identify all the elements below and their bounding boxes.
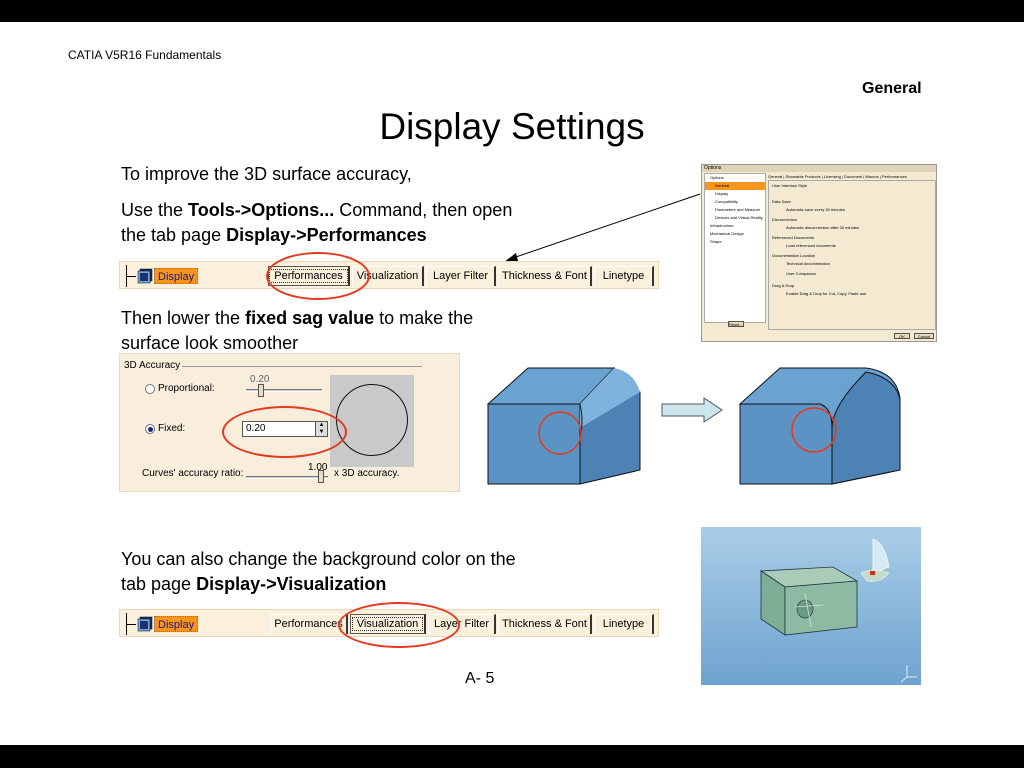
fixed-label: Fixed: xyxy=(158,423,186,434)
viewport-background-image xyxy=(701,527,921,685)
tab-layer-filter[interactable]: Layer Filter xyxy=(426,266,496,286)
slide: CATIA V5R16 Fundamentals General Display… xyxy=(0,22,1024,745)
curves-ratio-slider-thumb[interactable] xyxy=(318,470,324,483)
preview-circle xyxy=(336,384,408,456)
options-tree: Options General Display Compatibility Pa… xyxy=(704,173,766,323)
tab-linetype[interactable]: Linetype xyxy=(594,266,654,286)
proportional-radio[interactable] xyxy=(145,384,155,394)
tab-thickness-font[interactable]: Thickness & Font xyxy=(498,266,592,286)
course-name: CATIA V5R16 Fundamentals xyxy=(68,48,222,62)
highlight-fixed-ellipse xyxy=(222,406,347,458)
highlight-performances-ellipse xyxy=(266,252,370,300)
tab-visualization[interactable]: Visualization xyxy=(352,266,424,286)
sag-value-text: Then lower the fixed sag value to make t… xyxy=(121,308,474,353)
reset-button[interactable]: Reset... xyxy=(728,321,744,327)
display-node-label: Display xyxy=(154,268,199,284)
accuracy-group-label: 3D Accuracy xyxy=(124,360,181,371)
block-before-image xyxy=(486,367,641,485)
section-label: General xyxy=(862,80,922,97)
options-dialog-title: Options xyxy=(702,165,936,172)
right-arrow xyxy=(661,397,723,423)
display-tabstrip-performances: Display Performances Visualization Layer… xyxy=(119,261,659,289)
cancel-button[interactable]: Cancel xyxy=(914,333,934,339)
background-color-text: You can also change the background color… xyxy=(121,549,516,594)
display-icon xyxy=(137,616,153,632)
sag-preview xyxy=(330,375,414,467)
display-node[interactable]: Display xyxy=(124,265,202,287)
display-node-label: Display xyxy=(154,616,199,632)
fixed-radio[interactable] xyxy=(145,424,155,434)
curves-ratio-label: Curves' accuracy ratio: xyxy=(142,468,244,479)
curves-ratio-suffix: x 3D accuracy. xyxy=(334,468,400,479)
curves-ratio-slider[interactable] xyxy=(246,476,328,479)
slide-title: Display Settings xyxy=(379,106,645,147)
tab-linetype[interactable]: Linetype xyxy=(594,614,654,634)
options-dialog-thumbnail: Options Options General Display Compatib… xyxy=(701,164,937,342)
intro-text: To improve the 3D surface accuracy, xyxy=(121,164,412,184)
proportional-value: 0.20 xyxy=(250,374,270,385)
tab-performances[interactable]: Performances xyxy=(270,614,348,634)
ok-button[interactable]: OK xyxy=(894,333,910,339)
tab-thickness-font[interactable]: Thickness & Font xyxy=(498,614,592,634)
pointer-arrow xyxy=(504,193,701,262)
proportional-label: Proportional: xyxy=(158,383,215,394)
proportional-slider[interactable] xyxy=(246,389,322,392)
options-tabs: General | Shareable Products | Licensing… xyxy=(768,174,907,179)
page-number: A- 5 xyxy=(465,670,495,687)
proportional-slider-thumb[interactable] xyxy=(258,384,264,397)
block-after-image xyxy=(738,367,901,485)
tools-options-text: Use the Tools->Options... Command, then … xyxy=(121,200,513,245)
display-node[interactable]: Display xyxy=(124,613,202,635)
options-pane xyxy=(768,180,936,330)
display-icon xyxy=(137,268,153,284)
highlight-visualization-ellipse xyxy=(338,602,460,648)
curves-ratio-value: 1.00 xyxy=(308,462,328,473)
